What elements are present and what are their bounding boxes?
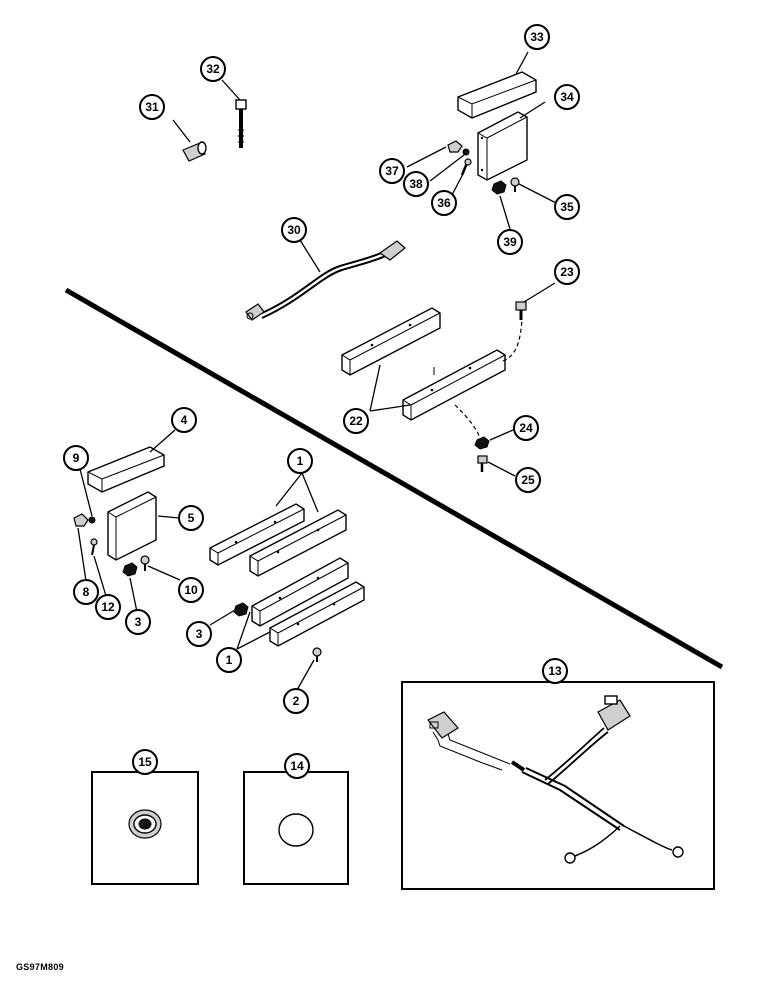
upper-bracket-part (341, 307, 441, 376)
callout-34: 34 (554, 84, 580, 110)
washer-part-9 (88, 516, 96, 524)
svg-text:3: 3 (196, 627, 203, 641)
harness-box (401, 681, 715, 890)
svg-text:38: 38 (409, 177, 423, 191)
svg-text:33: 33 (530, 30, 544, 44)
callout-35: 35 (554, 194, 580, 220)
bolt-part-25 (477, 455, 488, 472)
callout-1-upper: 1 (287, 448, 313, 474)
callout-2: 2 (283, 688, 309, 714)
callout-5: 5 (178, 505, 204, 531)
harness-13-part (427, 695, 684, 864)
svg-text:35: 35 (560, 200, 574, 214)
bolt-part-23 (515, 301, 527, 320)
connector-part (447, 140, 463, 153)
drawing-code: GS97M809 (16, 962, 64, 972)
bracket-pair-lower (251, 557, 365, 647)
screw-part-12 (90, 538, 98, 556)
callout-9: 9 (63, 445, 89, 471)
nut-part (491, 180, 507, 195)
screw-part-10 (140, 555, 150, 571)
callout-1-lower: 1 (216, 647, 242, 673)
nut-part-3b (233, 602, 249, 617)
plug-14-part (278, 813, 314, 847)
connector-part-8 (73, 513, 89, 527)
callout-36: 36 (431, 190, 457, 216)
svg-text:8: 8 (83, 585, 90, 599)
wire-harness-part (245, 240, 406, 321)
svg-text:37: 37 (385, 164, 399, 178)
plug-box (243, 771, 349, 885)
callout-15: 15 (132, 749, 158, 775)
callout-38: 38 (403, 171, 429, 197)
callout-33: 33 (524, 24, 550, 50)
grommet-15-part (128, 809, 162, 839)
bolt-part (235, 99, 247, 148)
svg-text:5: 5 (188, 511, 195, 525)
callout-8: 8 (73, 579, 99, 605)
callout-13: 13 (542, 658, 568, 684)
svg-text:22: 22 (349, 414, 363, 428)
svg-text:36: 36 (437, 196, 451, 210)
bushing-part (182, 141, 207, 162)
callout-32: 32 (200, 56, 226, 82)
svg-text:12: 12 (101, 600, 115, 614)
svg-text:15: 15 (138, 755, 152, 769)
callout-14: 14 (284, 753, 310, 779)
callout-39: 39 (497, 229, 523, 255)
svg-text:1: 1 (297, 454, 304, 468)
svg-text:10: 10 (184, 583, 198, 597)
lower-bracket-part (402, 349, 506, 421)
callout-3-right: 3 (186, 621, 212, 647)
callout-23: 23 (554, 259, 580, 285)
screw-part-35 (510, 177, 520, 192)
module-cover-part (457, 71, 537, 119)
callout-12: 12 (95, 594, 121, 620)
svg-text:3: 3 (135, 615, 142, 629)
nut-part-3 (122, 562, 138, 577)
svg-text:39: 39 (503, 235, 517, 249)
svg-text:9: 9 (73, 451, 80, 465)
bracket-pair-upper (209, 503, 347, 577)
svg-text:13: 13 (548, 664, 562, 678)
section-divider-line (64, 287, 724, 670)
svg-text:1: 1 (226, 653, 233, 667)
callout-25: 25 (515, 467, 541, 493)
svg-text:4: 4 (181, 413, 188, 427)
callout-10: 10 (178, 577, 204, 603)
svg-text:25: 25 (521, 473, 535, 487)
callout-4: 4 (171, 407, 197, 433)
screw-part-2 (312, 647, 322, 662)
nut-part-24 (474, 436, 490, 450)
washer-part (462, 148, 470, 156)
callout-30: 30 (281, 217, 307, 243)
svg-text:31: 31 (145, 100, 159, 114)
leader-lines (77, 51, 561, 691)
svg-text:14: 14 (290, 759, 304, 773)
svg-text:23: 23 (560, 265, 574, 279)
callout-3-left: 3 (125, 609, 151, 635)
callout-22: 22 (343, 408, 369, 434)
svg-text:32: 32 (206, 62, 220, 76)
callout-31: 31 (139, 94, 165, 120)
module-plate-part (477, 111, 528, 181)
callout-24: 24 (513, 415, 539, 441)
callout-37: 37 (379, 158, 405, 184)
svg-text:34: 34 (560, 90, 574, 104)
module-plate-part-5 (107, 491, 157, 561)
svg-text:30: 30 (287, 223, 301, 237)
module-cover-part-4 (87, 446, 165, 493)
svg-text:24: 24 (519, 421, 533, 435)
svg-text:2: 2 (293, 694, 300, 708)
